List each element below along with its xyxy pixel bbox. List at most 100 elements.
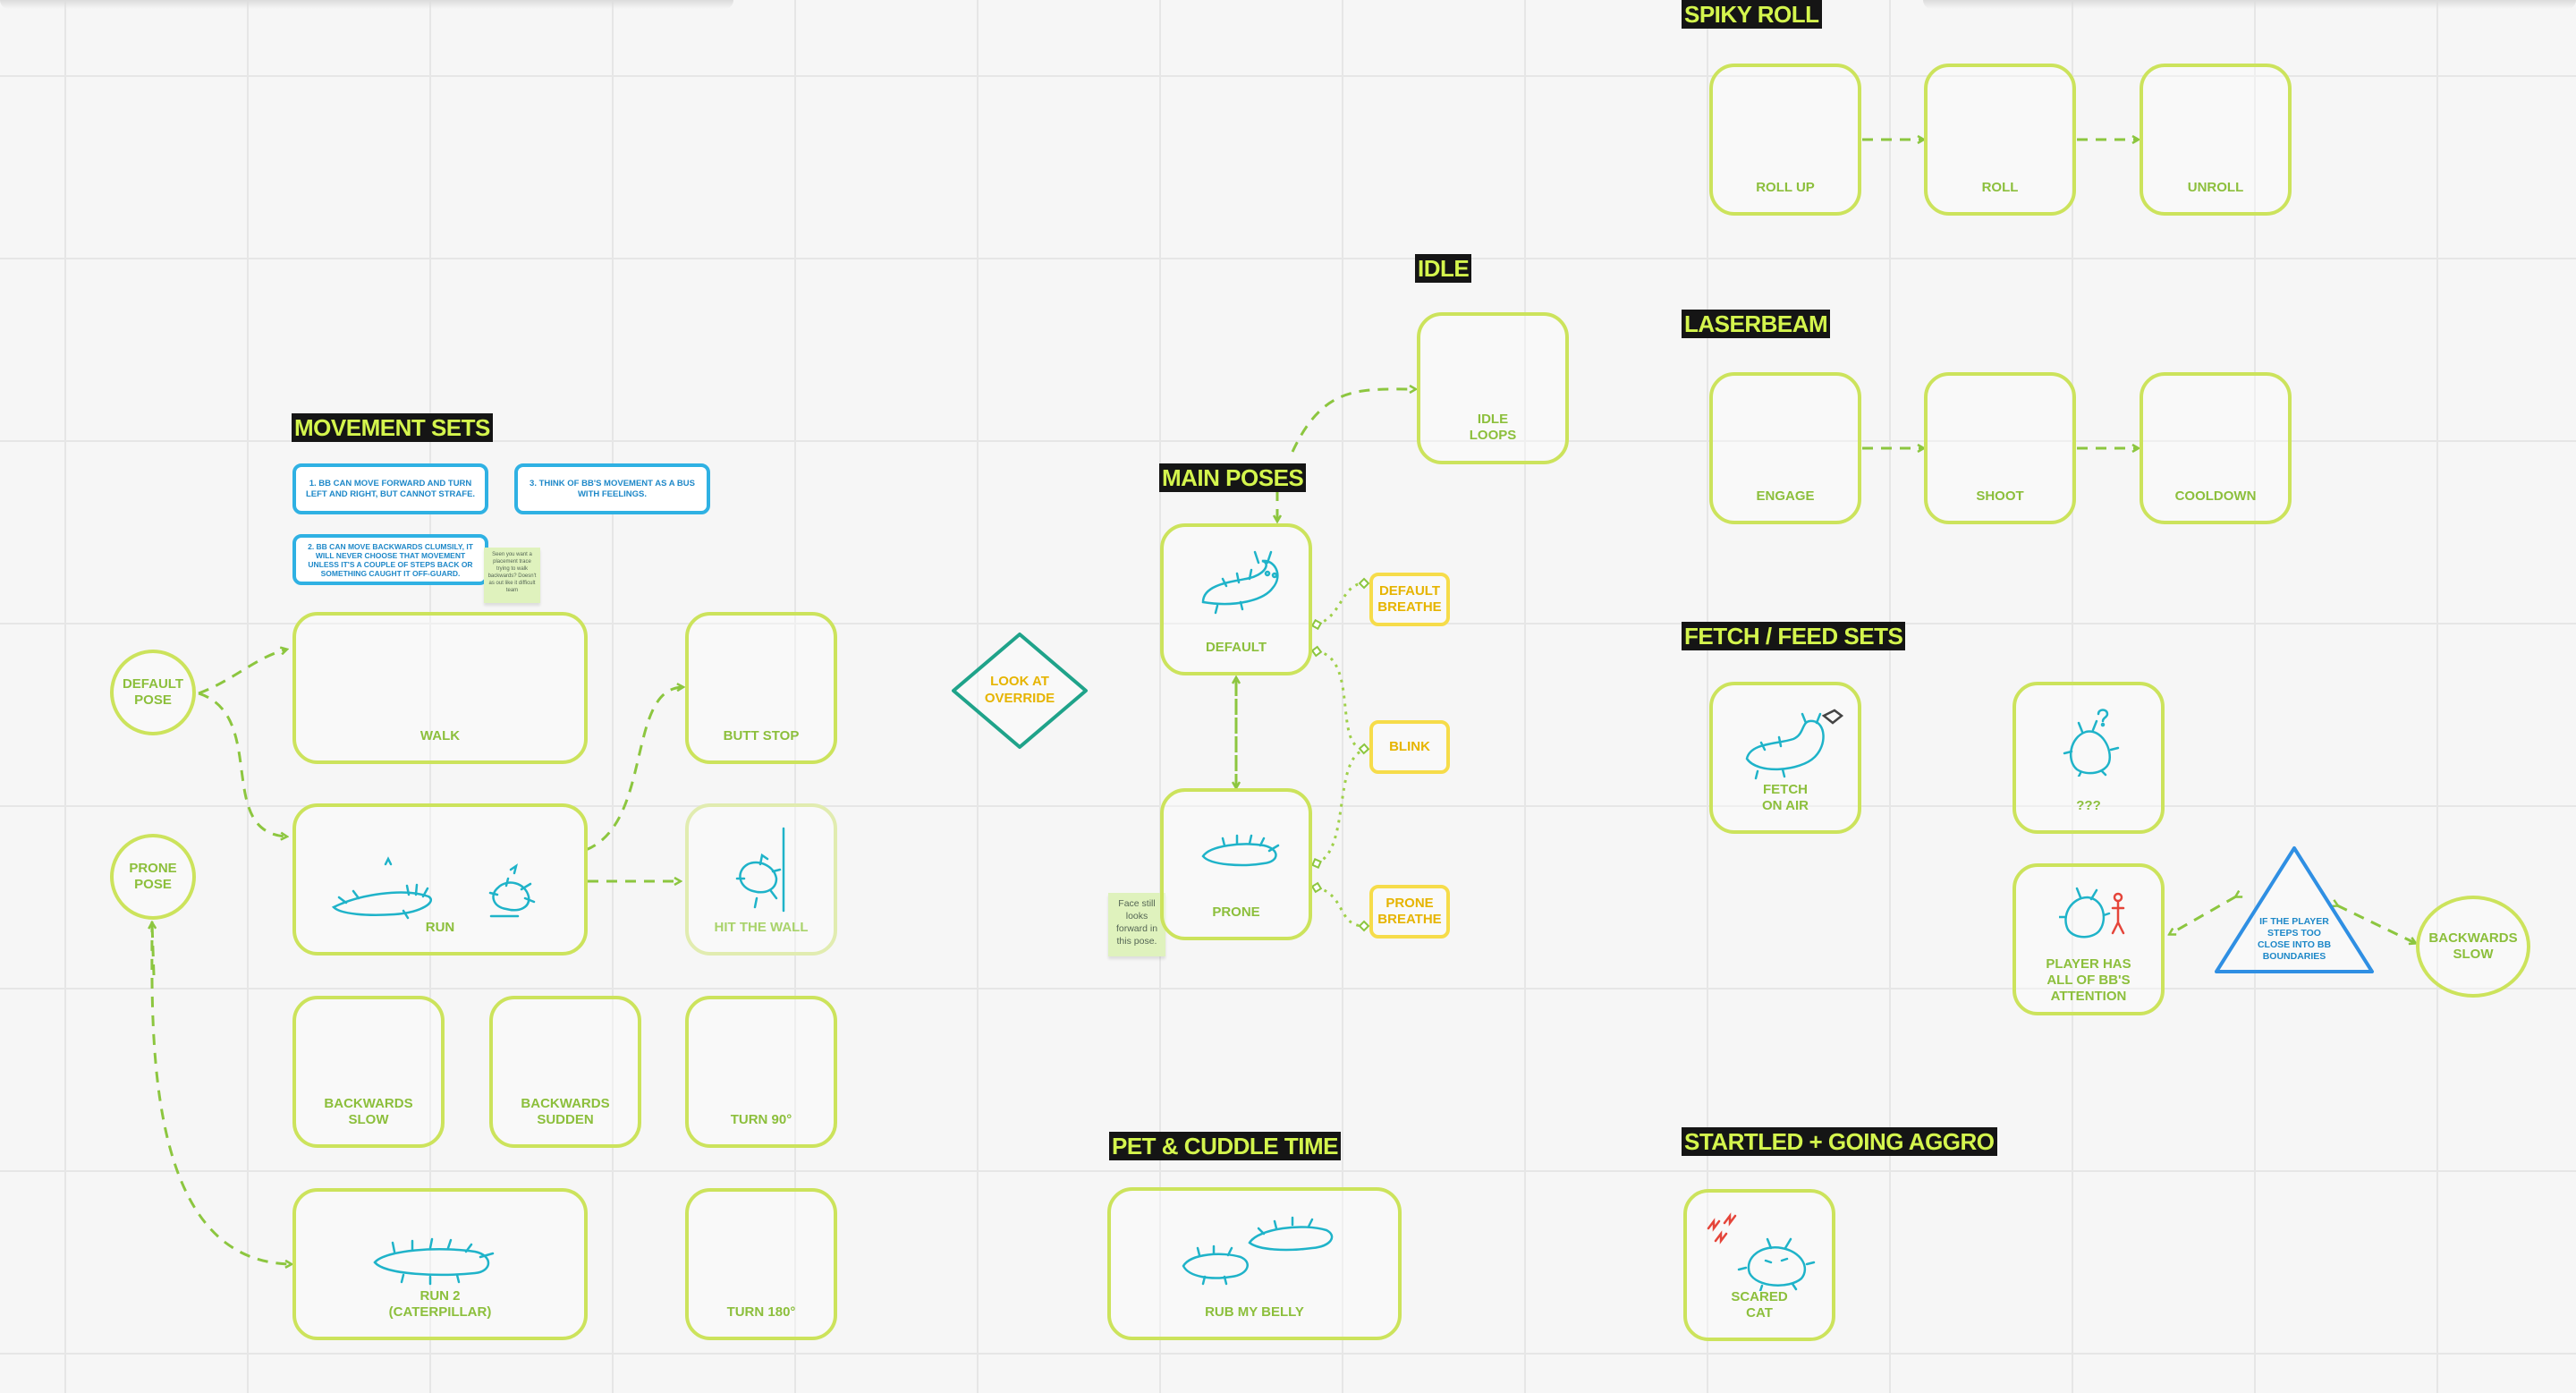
node-scared-cat[interactable]: SCARED CAT: [1683, 1189, 1835, 1341]
node-label: IDLE LOOPS: [1469, 412, 1517, 443]
node-label: DEFAULT BREATHE: [1377, 583, 1442, 615]
creature-sketch-icon: [2063, 709, 2120, 777]
node-default-pose[interactable]: DEFAULT POSE: [110, 650, 196, 735]
node-label: PRONE POSE: [129, 861, 177, 892]
node-label: SCARED CAT: [1731, 1289, 1788, 1321]
connector-run-buttstop: [585, 687, 682, 852]
node-butt-stop[interactable]: BUTT STOP: [685, 612, 837, 764]
creature-sketch-icon: [1745, 709, 1844, 780]
node-shoot[interactable]: SHOOT: [1924, 372, 2076, 524]
node-rub-my-belly[interactable]: RUB MY BELLY: [1107, 1187, 1402, 1340]
node-default-breathe[interactable]: DEFAULT BREATHE: [1369, 573, 1450, 626]
node-label: BACKWARDS SLOW: [2428, 930, 2518, 962]
look-at-override-diamond[interactable]: [950, 632, 1089, 750]
node-cooldown[interactable]: COOLDOWN: [2140, 372, 2292, 524]
top-edge-shadow: [0, 0, 733, 9]
connector-prone-run2: [150, 921, 291, 1264]
node-label: DEFAULT POSE: [122, 676, 184, 708]
connector-run2-prone: [152, 923, 154, 976]
node-prone-breathe[interactable]: PRONE BREATHE: [1369, 885, 1450, 939]
node-run-2[interactable]: RUN 2 (CATERPILLAR): [292, 1188, 588, 1340]
creature-sketch-icon: [1201, 550, 1279, 615]
node-label: ENGAGE: [1756, 488, 1815, 504]
node-label: RUN: [425, 920, 455, 935]
section-title-laserbeam[interactable]: LASERBEAM: [1682, 310, 1831, 338]
node-label: TURN 90°: [730, 1112, 792, 1127]
note-movement-2[interactable]: 2. BB CAN MOVE BACKWARDS CLUMSILY, IT WI…: [292, 534, 488, 585]
node-blink[interactable]: BLINK: [1369, 720, 1450, 774]
section-title-movement-sets[interactable]: MOVEMENT SETS: [292, 413, 493, 442]
connector-main-idle: [1291, 389, 1415, 453]
node-engage[interactable]: ENGAGE: [1709, 372, 1861, 524]
node-label: ROLL UP: [1756, 180, 1815, 195]
connector-default-run: [198, 692, 286, 837]
node-label: ???: [2076, 798, 2101, 813]
section-title-fetch-feed[interactable]: FETCH / FEED SETS: [1682, 622, 1906, 650]
node-label: HIT THE WALL: [714, 920, 809, 935]
node-label: COOLDOWN: [2174, 488, 2257, 504]
node-unknown[interactable]: ???: [2012, 682, 2165, 834]
node-backwards-slow[interactable]: BACKWARDS SLOW: [292, 996, 445, 1148]
node-run[interactable]: RUN: [292, 803, 588, 956]
node-label: PRONE BREATHE: [1377, 896, 1442, 927]
connector-default-blink: [1310, 645, 1370, 755]
node-roll[interactable]: ROLL: [1924, 64, 2076, 216]
connector-prone-breathe: [1310, 881, 1370, 932]
node-turn-180[interactable]: TURN 180°: [685, 1188, 837, 1340]
triangle-label: IF THE PLAYER STEPS TOO CLOSE INTO BB BO…: [2257, 916, 2332, 962]
connector-default-walk: [198, 650, 286, 695]
creature-sketch-icon: [735, 827, 785, 913]
node-default[interactable]: DEFAULT: [1160, 523, 1312, 675]
node-label: BLINK: [1389, 739, 1430, 754]
creature-sketch-icon: [373, 1237, 495, 1286]
connector-default-breathe: [1310, 577, 1370, 631]
node-label: PRONE: [1212, 905, 1260, 920]
spark-icon: [1707, 1212, 1737, 1244]
node-prone[interactable]: PRONE: [1160, 788, 1312, 940]
node-label: BACKWARDS SLOW: [324, 1096, 413, 1127]
node-roll-up[interactable]: ROLL UP: [1709, 64, 1861, 216]
node-walk[interactable]: WALK: [292, 612, 588, 764]
node-backwards-slow-aggro[interactable]: BACKWARDS SLOW: [2416, 896, 2530, 998]
node-fetch-on-air[interactable]: FETCH ON AIR: [1709, 682, 1861, 834]
node-label: RUN 2 (CATERPILLAR): [388, 1288, 492, 1320]
sticky-note-small[interactable]: Seen you want a placement trace trying t…: [484, 548, 540, 603]
section-title-idle[interactable]: IDLE: [1415, 254, 1472, 283]
node-hit-the-wall[interactable]: HIT THE WALL: [685, 803, 837, 956]
node-unroll[interactable]: UNROLL: [2140, 64, 2292, 216]
node-backwards-sudden[interactable]: BACKWARDS SUDDEN: [489, 996, 641, 1148]
connector-triangle-backwards: [2337, 905, 2415, 943]
top-edge-shadow: [1923, 0, 2576, 9]
note-movement-1[interactable]: 1. BB CAN MOVE FORWARD AND TURN LEFT AND…: [292, 463, 488, 514]
note-movement-3[interactable]: 3. THINK OF BB'S MOVEMENT AS A BUS WITH …: [514, 463, 710, 514]
node-label: DEFAULT: [1205, 640, 1267, 655]
creature-sketch-icon: [2059, 887, 2125, 939]
node-label: UNROLL: [2187, 180, 2244, 195]
creature-sketch-icon: [331, 856, 536, 920]
creature-sketch-icon: [1201, 834, 1280, 867]
look-at-override-label: LOOK AT OVERRIDE: [984, 674, 1055, 706]
node-label: SHOOT: [1976, 488, 2024, 504]
node-player-attention[interactable]: PLAYER HAS ALL OF BB'S ATTENTION: [2012, 863, 2165, 1015]
node-label: ROLL: [1981, 180, 2019, 195]
node-label: BACKWARDS SUDDEN: [521, 1096, 610, 1127]
node-label: WALK: [419, 728, 461, 743]
node-label: RUB MY BELLY: [1205, 1304, 1304, 1320]
node-idle-loops[interactable]: IDLE LOOPS: [1417, 312, 1569, 464]
connector-prone-blink: [1311, 748, 1365, 869]
connector-triangle-attention: [2170, 896, 2236, 934]
node-label: TURN 180°: [726, 1304, 796, 1320]
creature-sketch-icon: [1182, 1216, 1334, 1286]
player-boundary-triangle[interactable]: [2213, 845, 2376, 975]
creature-sketch-icon: [1707, 1212, 1816, 1291]
section-title-spiky-roll[interactable]: SPIKY ROLL: [1682, 0, 1822, 29]
sticky-note-face[interactable]: Face still looks forward in this pose.: [1108, 893, 1165, 956]
node-turn-90[interactable]: TURN 90°: [685, 996, 837, 1148]
section-title-main-poses[interactable]: MAIN POSES: [1159, 463, 1307, 492]
section-title-pet-cuddle[interactable]: PET & CUDDLE TIME: [1109, 1132, 1341, 1160]
node-prone-pose[interactable]: PRONE POSE: [110, 834, 196, 920]
node-label: FETCH ON AIR: [1762, 782, 1809, 813]
section-title-startled-aggro[interactable]: STARTLED + GOING AGGRO: [1682, 1127, 1997, 1156]
